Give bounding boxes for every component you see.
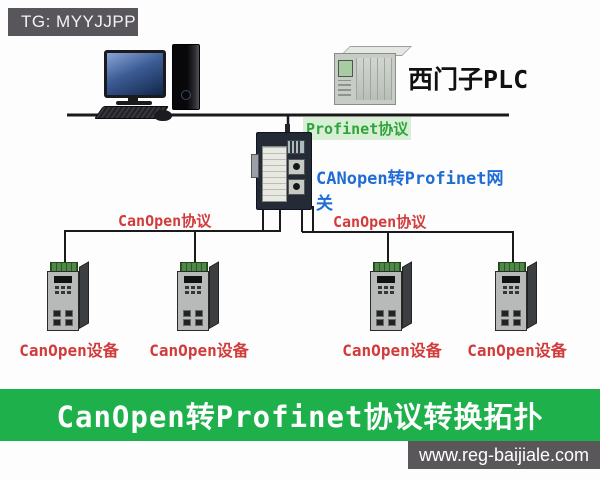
website-text: www.reg-baijiale.com	[418, 444, 590, 465]
device-ports	[183, 310, 203, 326]
canopen-device-icon	[177, 261, 219, 334]
device-leds	[371, 286, 401, 294]
device-body	[47, 271, 79, 331]
mouse-icon	[154, 110, 172, 121]
title-text: CanOpen转Profinet协议转换拓扑	[56, 400, 544, 434]
gateway-antenna	[285, 124, 290, 133]
plc-screen	[338, 60, 353, 77]
monitor-base	[116, 101, 152, 105]
device-ports	[53, 310, 73, 326]
device-side	[79, 261, 89, 329]
desktop-computer-icon	[92, 44, 202, 121]
gateway-display	[287, 140, 305, 154]
canopen-device-icon	[495, 261, 537, 334]
device-body	[177, 271, 209, 331]
device-leds	[178, 286, 208, 294]
siemens-plc-icon	[334, 46, 412, 105]
canopen-protocol-label-right: CanOpen协议	[333, 213, 427, 231]
canopen-device-label: CanOpen设备	[467, 341, 567, 360]
device-leds	[496, 286, 526, 294]
device-side	[209, 261, 219, 329]
gateway-icon	[251, 124, 316, 212]
device-ports	[376, 310, 396, 326]
canopen-device-icon	[47, 261, 89, 334]
gateway-label-panel	[262, 146, 287, 202]
gateway-port-1	[288, 159, 305, 175]
profinet-protocol-label: Profinet协议	[303, 117, 412, 140]
title-banner: CanOpen转Profinet协议转换拓扑	[0, 389, 600, 441]
canopen-protocol-label-left: CanOpen协议	[118, 212, 212, 230]
monitor-stand	[128, 97, 138, 102]
device-screen	[502, 276, 520, 283]
plc-vent-slots	[356, 58, 392, 100]
device-side	[402, 261, 412, 329]
device-side	[527, 261, 537, 329]
canopen-device-label: CanOpen设备	[19, 341, 119, 360]
gateway-label: CANopen转Profinet网关	[316, 169, 504, 214]
plc-buttons	[338, 80, 351, 96]
device-body	[370, 271, 402, 331]
device-leds	[48, 286, 78, 294]
pc-tower-icon	[172, 44, 200, 110]
device-body	[495, 271, 527, 331]
plc-body	[334, 53, 396, 105]
gateway-port-2	[288, 179, 305, 195]
siemens-plc-label: 西门子PLC	[408, 65, 529, 94]
device-screen	[377, 276, 395, 283]
gateway-din-clip	[251, 154, 259, 178]
device-screen	[54, 276, 72, 283]
website-watermark: www.reg-baijiale.com	[408, 441, 600, 469]
canopen-device-icon	[370, 261, 412, 334]
canopen-device-label: CanOpen设备	[149, 341, 249, 360]
canopen-device-label: CanOpen设备	[342, 341, 442, 360]
gateway-body	[256, 132, 312, 210]
device-ports	[501, 310, 521, 326]
device-screen	[184, 276, 202, 283]
tg-watermark-badge: TG: MYYJJPP	[8, 8, 138, 36]
monitor-icon	[104, 50, 166, 98]
